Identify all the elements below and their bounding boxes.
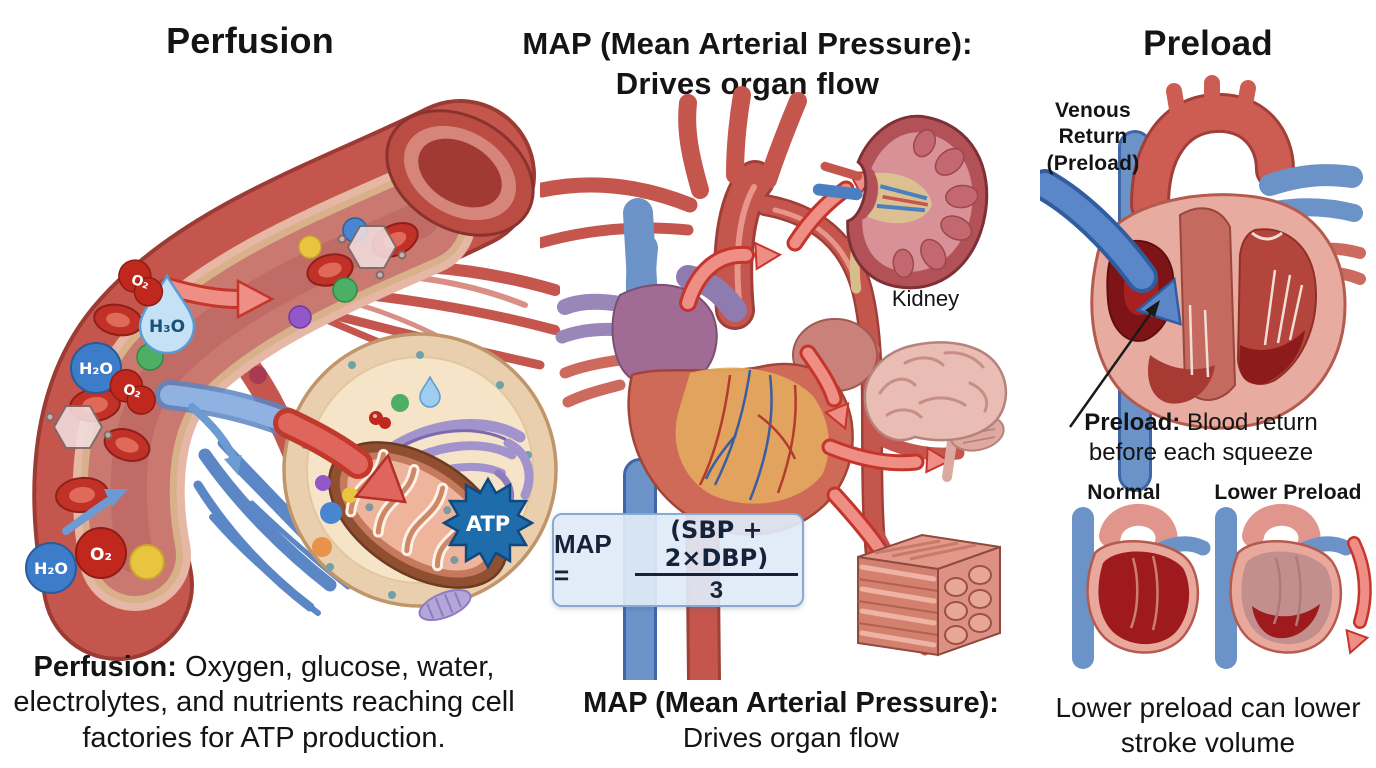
map-formula-fraction: (SBP + 2×DBP) 3 — [631, 516, 802, 605]
kidney-illustration — [812, 114, 989, 294]
brain-illustration — [863, 341, 1008, 482]
perfusion-caption-bold: Perfusion: — [33, 651, 177, 683]
preload-title: Preload — [1143, 24, 1273, 63]
organelle-icon — [418, 588, 472, 622]
preload-annotation-bold: Preload: — [1084, 409, 1181, 436]
o2-upper-label: O₂ — [129, 272, 151, 293]
vessel-cut-end — [385, 109, 535, 237]
chordae — [1188, 269, 1304, 378]
map-formula-box: MAP = (SBP + 2×DBP) 3 — [552, 513, 804, 607]
muscle-illustration — [857, 533, 1001, 657]
lower-preload-label: Lower Preload — [1214, 481, 1362, 504]
cell-illustration: ATP — [282, 332, 558, 622]
perfusion-caption: Perfusion: Oxygen, glucose, water, elect… — [8, 650, 520, 756]
h2o-molecule-vessel: H₂O — [70, 342, 122, 394]
o2-molecule-upper: O₂ — [118, 259, 164, 307]
intracellular-molecules — [312, 375, 441, 557]
map-caption-line1: MAP (Mean Arterial Pressure): — [583, 687, 999, 719]
inflow-blue-arrow — [62, 489, 128, 535]
h3o-droplet: H₃O — [138, 273, 196, 355]
preload-annotation: Preload: Blood return before each squeez… — [1062, 408, 1340, 468]
descending-flow-arrow — [799, 344, 850, 431]
water-droplet-small-icon — [419, 375, 441, 408]
brain-flow-arrow — [821, 438, 952, 474]
preload-annotation-text: Blood return before each squeeze — [1088, 409, 1318, 466]
kidney-label: Kidney — [891, 286, 960, 311]
venous-return-label: Venous Return (Preload) — [1046, 99, 1140, 175]
o2-molecule-lower: O₂ — [109, 369, 156, 415]
perfusion-caption-text: Oxygen, glucose, water, electrolytes, an… — [13, 651, 515, 754]
coronary-vessels — [698, 369, 797, 501]
glucose-molecule-icon — [45, 225, 407, 449]
map-formula-lhs: MAP = — [554, 529, 612, 590]
o2-small-icon — [369, 411, 391, 429]
atp-label: ATP — [466, 512, 510, 536]
normal-label: Normal — [1087, 481, 1161, 504]
h2o-outside-label: H₂O — [34, 559, 68, 578]
electrolyte-ball — [129, 544, 165, 580]
o2-molecule-outside: O₂ — [75, 527, 127, 579]
small-blue-arrow — [188, 403, 242, 475]
preload-pointer-arrow — [1068, 300, 1160, 428]
o2-outside-label: O₂ — [90, 545, 112, 565]
aortic-flow-arrow — [679, 241, 783, 312]
capillary-exchange-arrow — [155, 380, 407, 504]
normal-heart-illustration — [1072, 503, 1211, 669]
map-formula-denominator: 3 — [709, 576, 724, 604]
atp-starburst: ATP — [441, 476, 535, 570]
perfusion-title: Perfusion — [166, 20, 334, 61]
map-title-line1: MAP (Mean Arterial Pressure): — [522, 26, 973, 61]
perfusion-illustration: ATP — [25, 99, 560, 661]
h2o-molecule-outside: H₂O — [25, 542, 77, 594]
map-caption: MAP (Mean Arterial Pressure): Drives org… — [545, 686, 1037, 756]
fraction-bar — [634, 572, 798, 576]
o2-lower-label: O₂ — [121, 381, 143, 401]
preload-caption: Lower preload can lower stroke volume — [1055, 692, 1361, 758]
preload-illustration — [1040, 75, 1372, 669]
h2o-vessel-label: H₂O — [79, 359, 113, 378]
heart-illustration — [555, 198, 882, 536]
map-formula-numerator: (SBP + 2×DBP) — [664, 515, 769, 572]
map-title: MAP (Mean Arterial Pressure): Drives org… — [500, 24, 995, 105]
stroke-volume-down-arrow — [1345, 536, 1372, 655]
h3o-label: H₃O — [149, 317, 185, 337]
lower-preload-heart-illustration — [1215, 503, 1372, 669]
map-caption-line2: Drives organ flow — [682, 722, 900, 754]
preload-heart-illustration — [1090, 75, 1366, 492]
